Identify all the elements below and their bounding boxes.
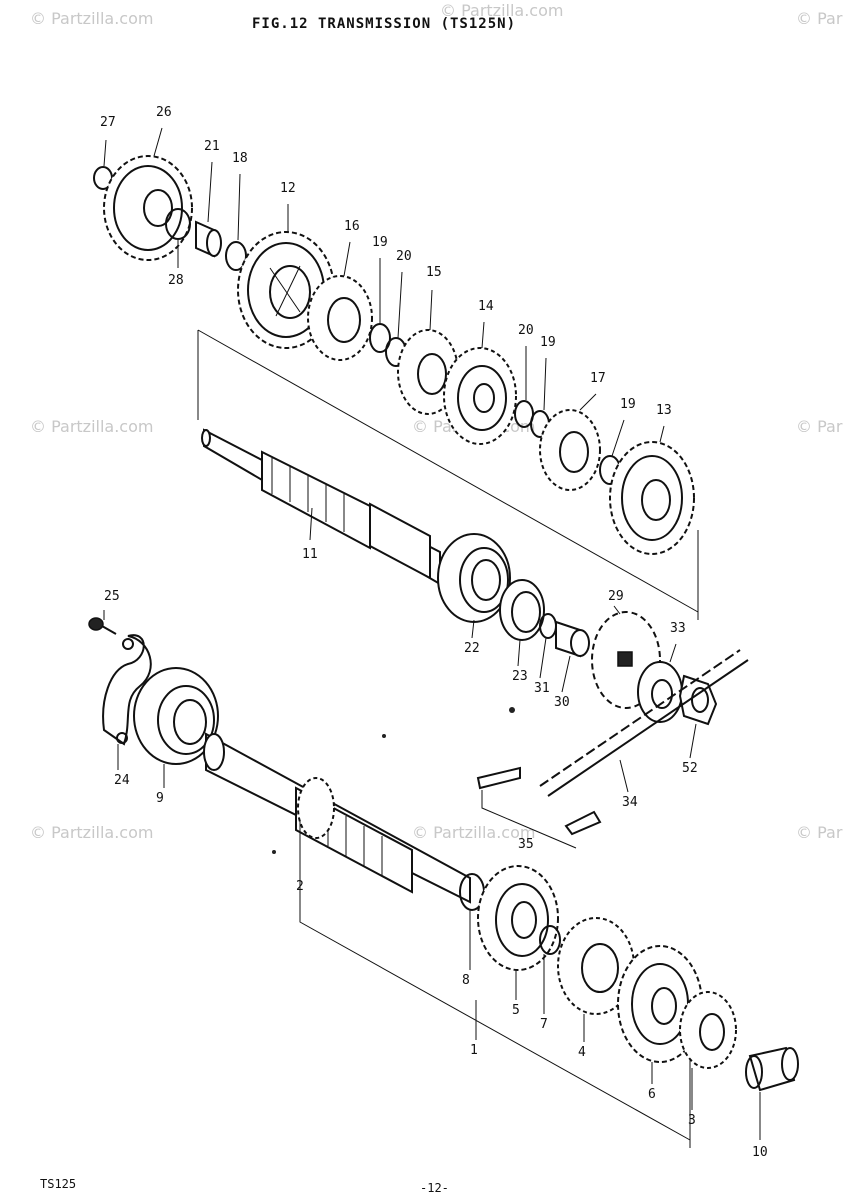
callout-25: 25 <box>104 589 120 604</box>
part-28-washer <box>165 208 191 240</box>
callout-7: 7 <box>540 1017 548 1032</box>
callout-35: 35 <box>518 837 534 852</box>
callout-18: 18 <box>232 151 248 166</box>
part-34-drive-chain <box>539 649 749 797</box>
callout-33: 33 <box>670 621 686 636</box>
callout-16: 16 <box>344 219 360 234</box>
part-27-circlip <box>93 166 113 190</box>
part-17-gear <box>539 409 601 491</box>
callout-9: 9 <box>156 791 164 806</box>
callout-3: 3 <box>688 1113 696 1128</box>
callout-14: 14 <box>478 299 494 314</box>
callout-29: 29 <box>608 589 624 604</box>
watermark-low-right: © Par <box>796 823 843 842</box>
part-24-bearing-retainer <box>102 634 152 746</box>
ink-dot <box>509 707 515 713</box>
callout-26: 26 <box>156 105 172 120</box>
part-11-countershaft <box>201 428 441 586</box>
part-21-bushing <box>195 220 222 258</box>
callout-52: 52 <box>682 761 698 776</box>
footer-model: TS125 <box>40 1177 76 1191</box>
callout-6: 6 <box>648 1087 656 1102</box>
figure-title: FIG.12 TRANSMISSION (TS125N) <box>252 16 516 32</box>
callout-21: 21 <box>204 139 220 154</box>
part-14-gear <box>443 347 517 445</box>
callout-1: 1 <box>470 1043 478 1058</box>
callout-10: 10 <box>752 1145 768 1160</box>
callout-17: 17 <box>590 371 606 386</box>
part-10-bearing <box>745 1046 799 1092</box>
callout-23: 23 <box>512 669 528 684</box>
part-52-nut <box>678 674 718 726</box>
part-25-bolt <box>88 617 117 635</box>
watermark-mid-left: © Partzilla.com <box>30 417 153 436</box>
watermark-mid-right: © Par <box>796 417 843 436</box>
callout-22: 22 <box>464 641 480 656</box>
ink-dot <box>382 734 386 738</box>
part-33-lock-washer <box>637 661 683 723</box>
callout-24: 24 <box>114 773 130 788</box>
callout-4: 4 <box>578 1045 586 1060</box>
callout-19-a: 19 <box>372 235 388 250</box>
callout-30: 30 <box>554 695 570 710</box>
part-15-gear <box>397 329 459 415</box>
leader-lines <box>103 127 761 1140</box>
part-9-bearing <box>133 667 219 765</box>
callout-20-a: 20 <box>396 249 412 264</box>
watermark-low-center: © Partzilla.com <box>412 823 535 842</box>
callout-20-b: 20 <box>518 323 534 338</box>
part-26-gear <box>103 155 193 261</box>
callout-34: 34 <box>622 795 638 810</box>
callout-11: 11 <box>302 547 318 562</box>
watermark-top-center: © Partzilla.com <box>440 1 563 20</box>
part-2-main-shaft <box>203 732 471 904</box>
callout-27: 27 <box>100 115 116 130</box>
callout-19-b: 19 <box>540 335 556 350</box>
watermark-top-left: © Partzilla.com <box>30 9 153 28</box>
part-31-o-ring <box>539 613 557 639</box>
part-5-gear <box>477 865 559 971</box>
part-23-oil-seal <box>499 579 545 641</box>
callout-31: 31 <box>534 681 550 696</box>
upper-group-bracket <box>197 329 699 620</box>
part-3-gear <box>679 991 737 1069</box>
footer-page-number: -12- <box>420 1181 449 1195</box>
callout-8: 8 <box>462 973 470 988</box>
callout-28: 28 <box>168 273 184 288</box>
callout-13: 13 <box>656 403 672 418</box>
part-30-spacer <box>555 620 590 658</box>
ink-dot <box>272 850 276 854</box>
watermark-low-left: © Partzilla.com <box>30 823 153 842</box>
callout-19-c: 19 <box>620 397 636 412</box>
part-13-gear <box>609 441 695 555</box>
callout-5: 5 <box>512 1003 520 1018</box>
part-35-chain-joint <box>476 766 602 849</box>
callout-15: 15 <box>426 265 442 280</box>
callout-12: 12 <box>280 181 296 196</box>
part-7-circlip <box>539 925 561 955</box>
watermark-top-right: © Par <box>796 9 843 28</box>
callout-2: 2 <box>296 879 304 894</box>
part-16-gear <box>307 275 373 361</box>
